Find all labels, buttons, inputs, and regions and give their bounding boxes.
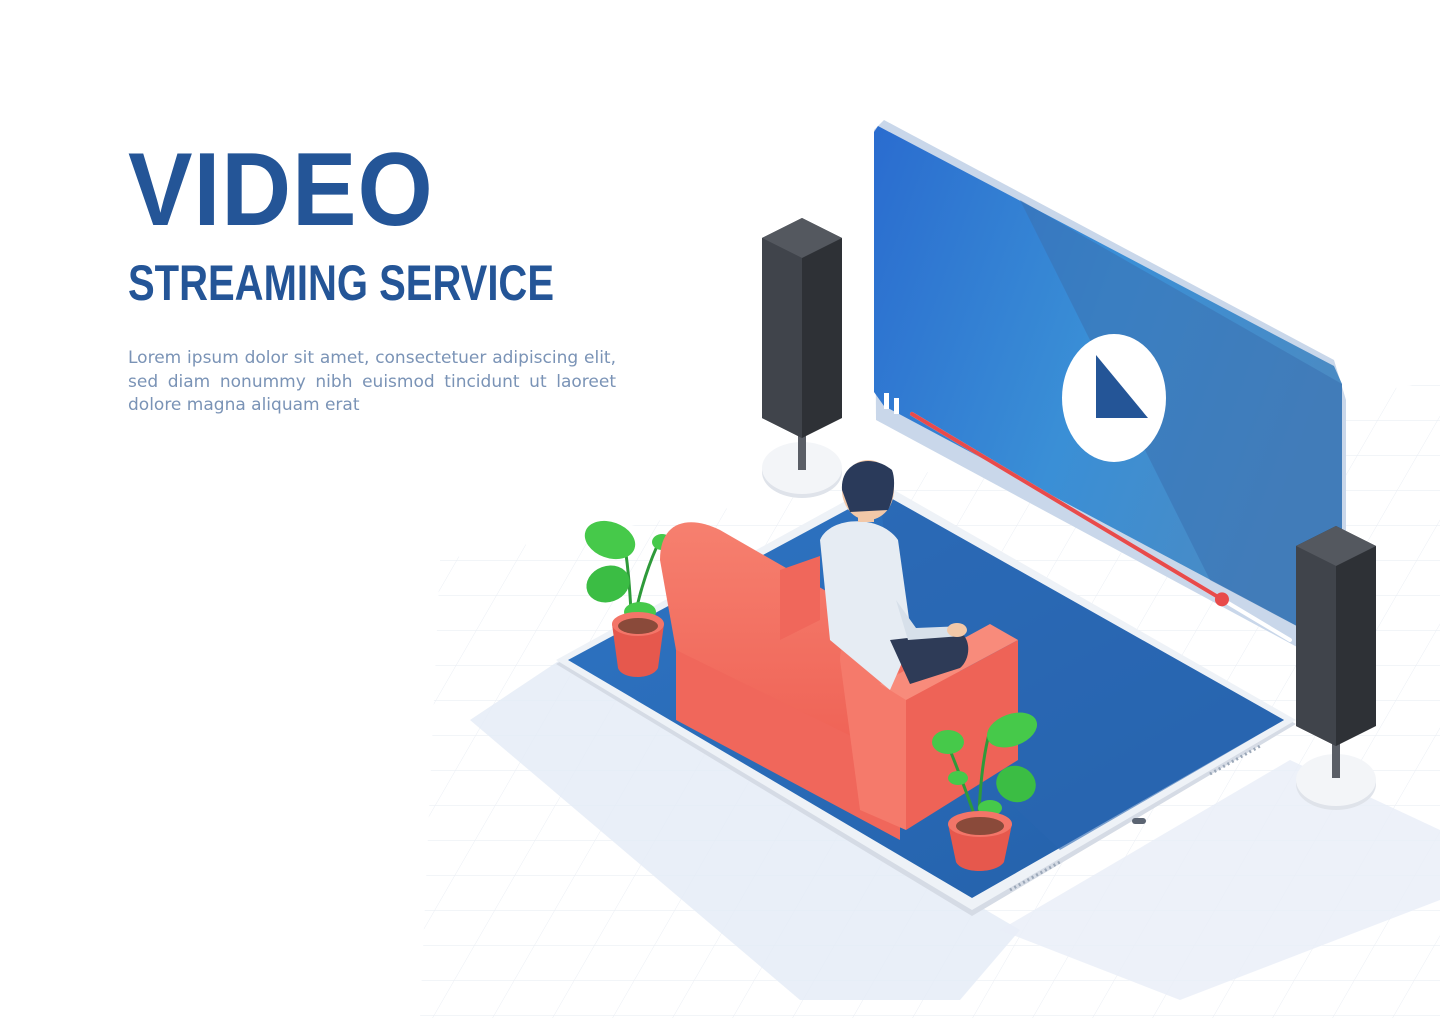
play-icon[interactable] <box>1062 334 1166 462</box>
red-sofa <box>660 522 1018 840</box>
hero-subtitle: STREAMING SERVICE <box>128 255 554 311</box>
left-speaker <box>762 218 842 498</box>
right-speaker <box>1296 526 1376 810</box>
progress-fill <box>910 412 1224 602</box>
video-progress-bar[interactable] <box>910 412 1292 642</box>
left-plant <box>584 520 672 677</box>
progress-knob <box>1214 592 1229 607</box>
hero-description: Lorem ipsum dolor sit amet, consectetuer… <box>128 348 616 415</box>
right-plant <box>932 712 1038 871</box>
hero-title: VIDEO <box>128 132 434 248</box>
person-watching <box>820 460 969 690</box>
ground-shadow <box>470 660 1440 1000</box>
pause-icon[interactable] <box>884 393 899 414</box>
